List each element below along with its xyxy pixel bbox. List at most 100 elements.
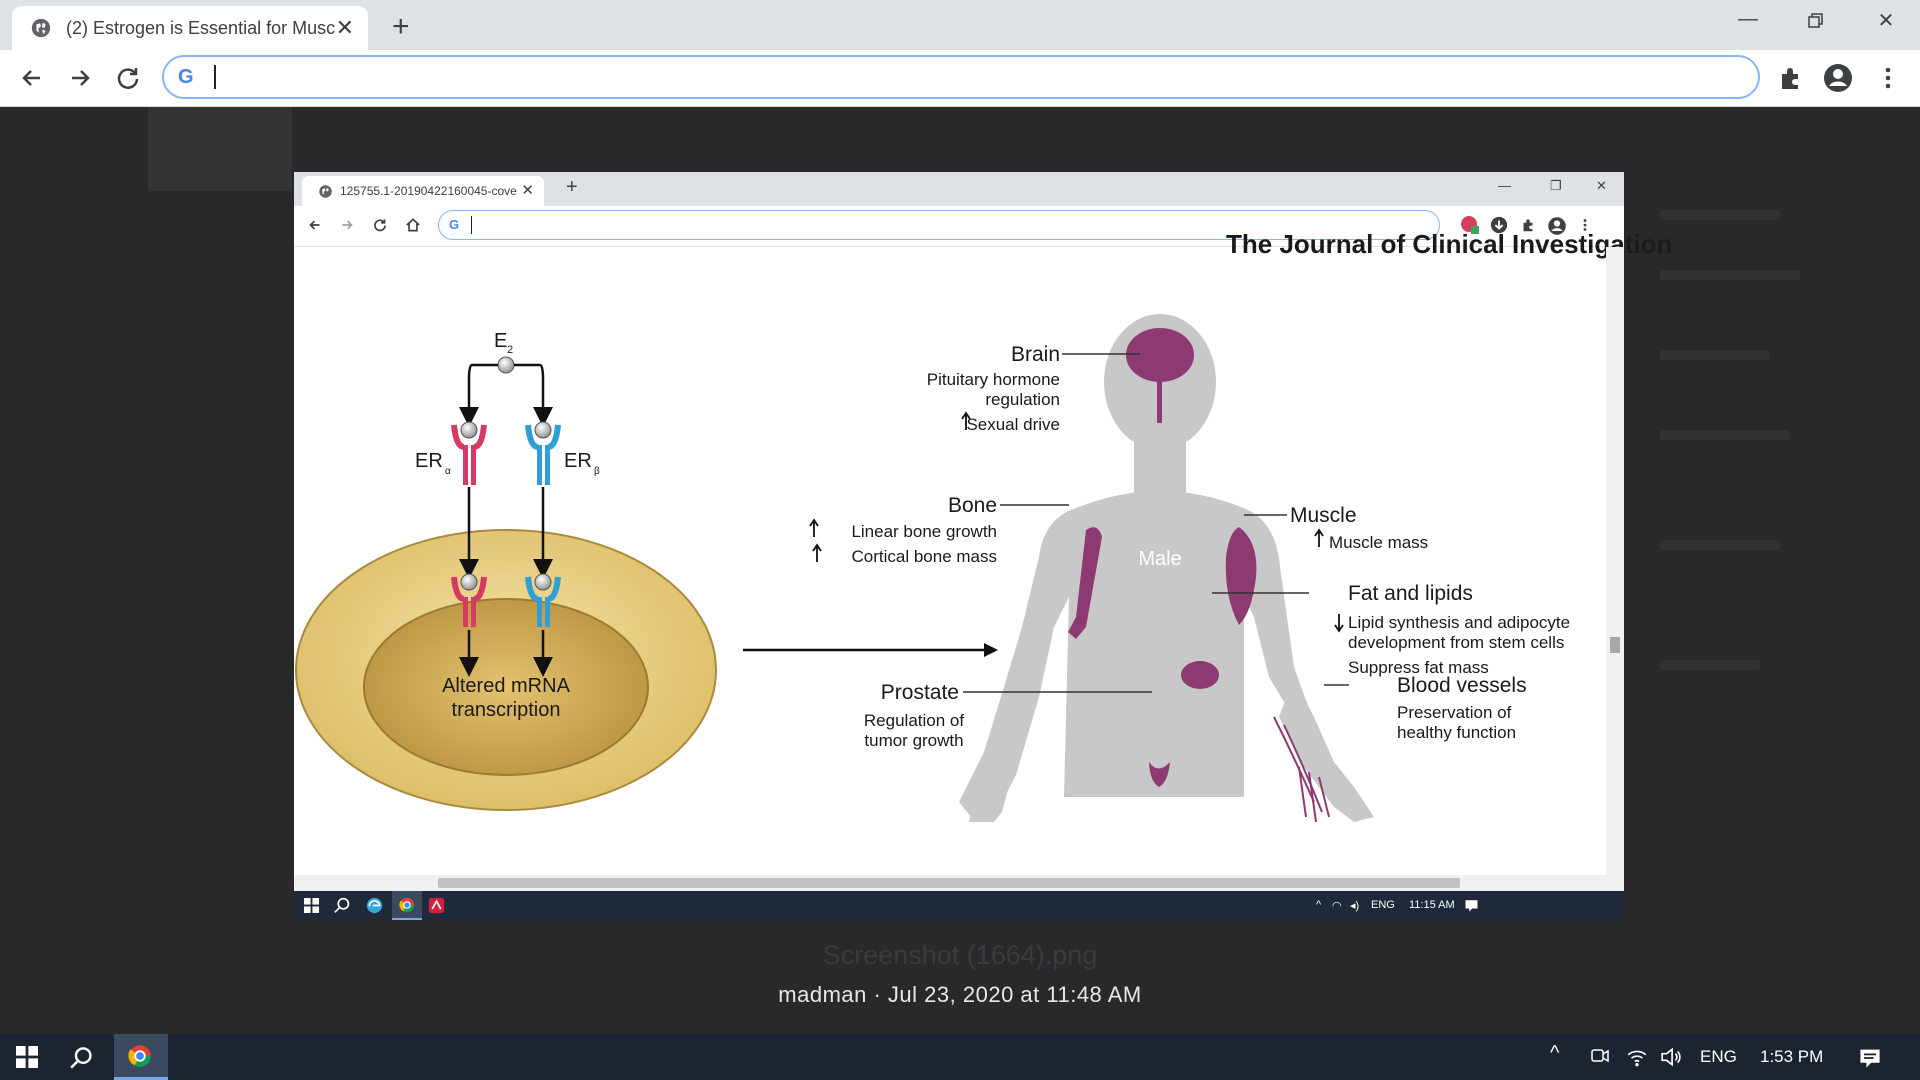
text-caret: [471, 216, 472, 234]
image-filename: Screenshot (1664).png: [822, 940, 1098, 970]
restore-button[interactable]: [1796, 8, 1836, 38]
brain-organ: [1126, 328, 1194, 382]
menu-icon: [1583, 219, 1587, 231]
plus-icon: +: [392, 10, 410, 43]
scroll-thumb: [438, 878, 1460, 888]
inner-address-bar: G: [438, 210, 1440, 240]
fat-effect-2: development from stem cells: [1348, 633, 1564, 652]
minimize-icon: —: [1498, 178, 1511, 193]
close-icon[interactable]: ✕: [335, 15, 354, 40]
body-label: Male: [1138, 548, 1181, 570]
close-icon: ✕: [521, 182, 534, 199]
google-icon: G: [178, 66, 194, 88]
reload-icon[interactable]: [112, 62, 144, 94]
outer-tab-strip: (2) Estrogen is Essential for Musc ✕ + —…: [0, 0, 1920, 50]
new-tab-button[interactable]: +: [392, 10, 410, 44]
profile-icon[interactable]: [1822, 62, 1854, 94]
language-indicator[interactable]: ENG: [1700, 1047, 1737, 1066]
image-metadata: madman · Jul 23, 2020 at 11:48 AM: [778, 982, 1142, 1007]
arrow-to-er-alpha: [459, 363, 498, 427]
chrome-icon: [399, 897, 415, 913]
bone-effect-2: Cortical bone mass: [851, 547, 997, 566]
inner-chrome-task: [392, 891, 422, 920]
wifi-icon: ◠: [1332, 900, 1342, 912]
inner-tab-title: 125755.1-20190422160045-cove: [340, 184, 517, 198]
windows-start-icon: [304, 898, 319, 913]
minimize-icon: —: [1738, 8, 1758, 30]
back-icon[interactable]: [16, 62, 48, 94]
volume-icon: ◂): [1350, 900, 1360, 912]
wifi-icon[interactable]: [1626, 1046, 1648, 1068]
taskbar-chrome-button[interactable]: [114, 1034, 168, 1080]
tray-chevron-icon[interactable]: ^: [1550, 1042, 1560, 1064]
outer-tab-active[interactable]: (2) Estrogen is Essential for Musc ✕: [12, 6, 368, 50]
prostate-title: Prostate: [881, 681, 959, 704]
er-alpha-subscript: α: [445, 466, 451, 477]
chrome-icon: [128, 1045, 151, 1067]
prostate-effect-2: tumor growth: [864, 731, 963, 750]
bone-organ: [1068, 527, 1102, 639]
system-clock[interactable]: 1:53 PM: [1760, 1047, 1824, 1066]
inner-language: ENG: [1371, 899, 1395, 911]
nucleus-text-line1: Altered mRNA: [442, 675, 570, 697]
extension-badge-icon: [1461, 216, 1479, 234]
forward-icon[interactable]: [64, 62, 96, 94]
screenshot-image: 125755.1-20190422160045-cove ✕ + — ❐ ✕ G: [294, 172, 1672, 920]
acrobat-icon: [428, 897, 445, 914]
brain-effect-2: regulation: [985, 390, 1060, 409]
fat-effect-3: Suppress fat mass: [1348, 658, 1489, 677]
bone-effect-1: Linear bone growth: [851, 522, 997, 541]
brain-stem: [1157, 375, 1162, 423]
globe-icon: [319, 185, 332, 198]
estrogen-diagram: The Journal of Clinical Investigation E …: [295, 229, 1672, 823]
plus-icon: +: [566, 176, 578, 198]
arrow-head: [984, 643, 998, 657]
up-arrow-icon: [809, 518, 819, 537]
inner-tab-active: 125755.1-20190422160045-cove ✕: [302, 176, 544, 206]
muscle-effect-1: Muscle mass: [1329, 533, 1428, 552]
notification-icon[interactable]: [1858, 1046, 1882, 1070]
bone-title: Bone: [948, 494, 997, 517]
background-text-line: [1660, 430, 1790, 440]
blood-vessel-organ: [1273, 716, 1330, 823]
search-icon[interactable]: [70, 1046, 94, 1070]
fat-organ: [1181, 661, 1219, 689]
up-arrow-icon: [812, 543, 822, 562]
close-icon: ✕: [1596, 178, 1607, 193]
menu-icon[interactable]: [1872, 62, 1904, 94]
scroll-thumb: [1610, 637, 1620, 653]
volume-icon[interactable]: [1660, 1046, 1682, 1068]
google-icon: G: [449, 217, 460, 232]
arrow-to-er-beta: [514, 363, 553, 427]
extensions-icon: [1523, 219, 1533, 232]
globe-icon: [31, 18, 51, 38]
extensions-icon[interactable]: [1774, 62, 1806, 94]
estradiol-molecule: [497, 356, 515, 374]
outer-toolbar: G: [0, 50, 1920, 107]
windows-start-icon[interactable]: [16, 1046, 38, 1068]
background-text-line: [1660, 270, 1800, 280]
background-thumbnail: [148, 107, 292, 191]
vessels-title: Blood vessels: [1397, 674, 1527, 697]
up-arrow-icon: [1314, 528, 1324, 547]
close-window-button[interactable]: ✕: [1866, 8, 1906, 38]
e2-subscript: 2: [507, 344, 513, 356]
nuclear-er-beta: [525, 573, 561, 627]
meet-now-icon[interactable]: [1590, 1046, 1610, 1066]
brain-title: Brain: [1011, 343, 1060, 366]
minimize-button[interactable]: —: [1728, 8, 1768, 38]
down-arrow-icon: [1334, 614, 1344, 633]
outer-tab-title: (2) Estrogen is Essential for Musc: [66, 17, 336, 38]
er-beta-subscript: β: [594, 466, 600, 477]
inner-tab-strip: 125755.1-20190422160045-cove ✕ + — ❐ ✕: [294, 172, 1624, 206]
fat-title: Fat and lipids: [1348, 582, 1473, 605]
profile-icon: [1548, 217, 1566, 235]
address-bar[interactable]: G: [162, 55, 1760, 99]
tray-chevron-icon: ^: [1316, 899, 1322, 911]
inner-toolbar: G: [294, 206, 1624, 247]
er-alpha-receptor: [451, 421, 487, 485]
e2-label: E: [494, 330, 507, 352]
prostate-effect-1: Regulation of: [864, 711, 964, 730]
fat-effect-1: Lipid synthesis and adipocyte: [1348, 613, 1570, 632]
back-icon: [309, 220, 320, 230]
